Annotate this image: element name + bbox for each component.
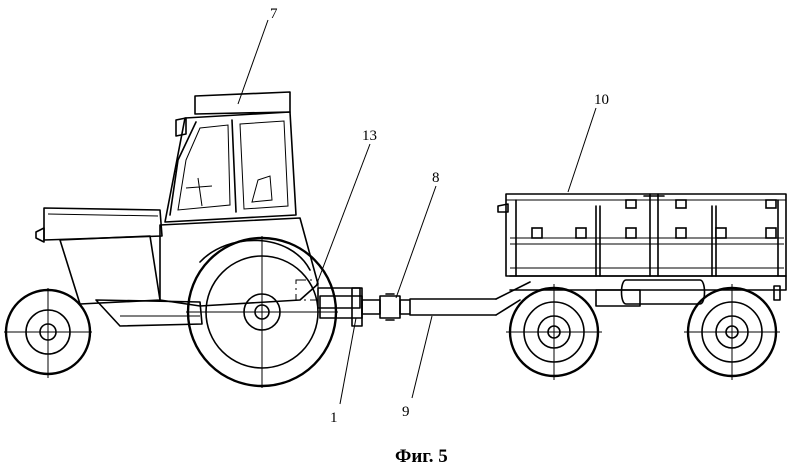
hitch-assembly: [319, 281, 531, 327]
tractor: [4, 91, 361, 388]
label-drawbar-part: 1: [330, 410, 338, 426]
label-hitch-device: 13: [362, 128, 377, 144]
trailer: [497, 193, 787, 380]
label-tractor: 7: [270, 6, 278, 22]
label-drawbar: 9: [402, 404, 410, 420]
label-trailer: 10: [594, 92, 609, 108]
label-coupling: 8: [432, 170, 440, 186]
figure-caption: Фиг. 5: [395, 446, 448, 467]
leader-lines: [237, 19, 597, 405]
